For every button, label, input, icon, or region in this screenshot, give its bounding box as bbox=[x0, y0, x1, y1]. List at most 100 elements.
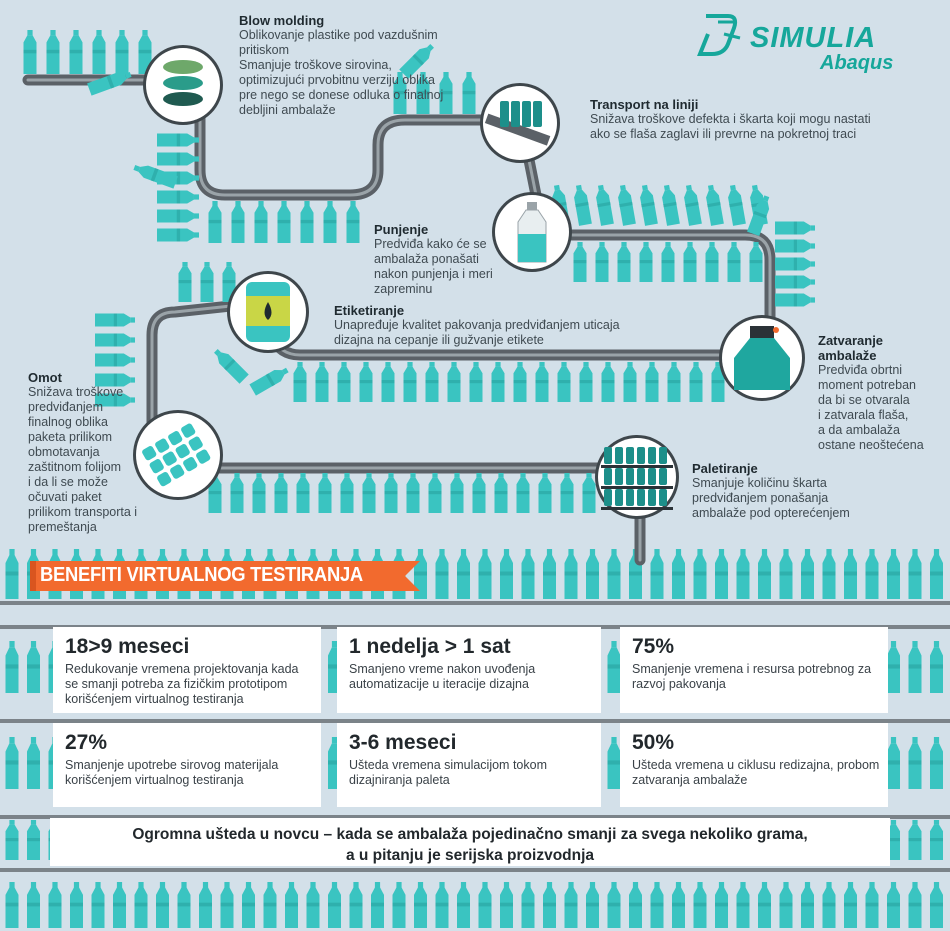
step-title: Punjenje bbox=[374, 222, 429, 237]
bottle-icon bbox=[48, 882, 62, 928]
bottle-icon bbox=[92, 30, 106, 75]
benefit-value: 1 nedelja > 1 sat bbox=[349, 635, 511, 658]
step-omot: Omot Snižava troškove predviđanjem final… bbox=[28, 370, 158, 535]
bottle-icon bbox=[775, 293, 815, 307]
step-punjenje: Punjenje Predviđa kako će se ambalaža po… bbox=[374, 222, 524, 297]
simulia-logo: SIMULIA Abaqus bbox=[694, 8, 924, 78]
benefit-card: 75% Smanjenje vremena i resursa potrebno… bbox=[620, 627, 888, 713]
benefit-value: 75% bbox=[632, 635, 675, 658]
bottle-icon bbox=[689, 362, 703, 402]
bottle-icon bbox=[865, 882, 879, 928]
benefit-text: Smanjenje vremena i resursa potrebnog za… bbox=[632, 662, 872, 691]
bottle-icon bbox=[177, 882, 191, 928]
benefits-heading: BENEFITI VIRTUALNOG TESTIRANJA bbox=[40, 564, 363, 586]
bottle-icon bbox=[156, 882, 169, 928]
bottle-icon bbox=[95, 333, 135, 347]
bottle-icon bbox=[775, 257, 815, 271]
bottle-icon bbox=[607, 641, 621, 693]
step-transport: Transport na liniji Snižava troškove def… bbox=[590, 97, 890, 142]
bottle-icon bbox=[500, 549, 513, 599]
bottle-icon bbox=[133, 165, 178, 189]
bottle-icon bbox=[618, 184, 636, 226]
step-title: Etiketiranje bbox=[334, 303, 405, 318]
bottle-icon bbox=[403, 362, 417, 402]
bottle-icon bbox=[661, 242, 675, 282]
bottle-icon bbox=[349, 882, 363, 928]
bottle-icon bbox=[494, 473, 508, 513]
bottle-icon bbox=[208, 201, 222, 243]
bottle-icon bbox=[231, 201, 245, 243]
benefit-value: 27% bbox=[65, 731, 108, 754]
bottle-icon bbox=[908, 820, 922, 860]
bottle-icon bbox=[711, 362, 725, 402]
bottle-icon bbox=[27, 641, 40, 693]
punjenje-circle bbox=[492, 192, 572, 272]
benefit-text: Smanjeno vreme nakon uvođenja automatiza… bbox=[349, 662, 536, 691]
bottle-icon bbox=[887, 820, 900, 860]
bottle-icon bbox=[472, 473, 486, 513]
bottle-icon bbox=[220, 882, 234, 928]
bottle-icon bbox=[601, 362, 615, 402]
step-etiketiranje: Etiketiranje Unapređuje kvalitet pakovan… bbox=[334, 303, 634, 348]
bottle-icon bbox=[414, 549, 427, 599]
bottle-icon bbox=[887, 737, 900, 789]
bottle-icon bbox=[887, 549, 900, 599]
bottle-icon bbox=[27, 820, 40, 860]
step-title: Paletiranje bbox=[692, 461, 758, 476]
bottle-icon bbox=[293, 362, 307, 402]
bottle-icon bbox=[328, 882, 341, 928]
bottle-icon bbox=[274, 473, 288, 513]
bottle-icon bbox=[362, 473, 376, 513]
benefit-card: 18>9 meseci Redukovanje vremena projekto… bbox=[53, 627, 321, 713]
bottle-icon bbox=[306, 882, 320, 928]
bottle-icon bbox=[645, 362, 659, 402]
bottle-icon bbox=[157, 133, 199, 147]
step-description: Snižava troškove defekta i škarta koji m… bbox=[590, 112, 871, 141]
summary-line-1: Ogromna ušteda u novcu – kada se ambalaž… bbox=[132, 826, 808, 843]
bottle-icon bbox=[5, 882, 19, 928]
bottle-icon bbox=[747, 195, 770, 237]
bottle-icon bbox=[715, 549, 728, 599]
bottle-icon bbox=[157, 152, 199, 166]
bottle-icon bbox=[801, 882, 814, 928]
bottle-icon bbox=[582, 473, 596, 513]
bottle-icon bbox=[706, 184, 724, 226]
bottle-icon bbox=[667, 362, 681, 402]
bottle-icon bbox=[865, 549, 879, 599]
bottle-icon bbox=[157, 228, 199, 242]
bottle-icon bbox=[200, 262, 214, 302]
bottle-icon bbox=[249, 367, 289, 396]
bottle-icon bbox=[640, 184, 658, 226]
bottle-icon bbox=[252, 473, 266, 513]
bottle-icon bbox=[779, 882, 793, 928]
bottle-icon bbox=[715, 882, 728, 928]
bottle-icon bbox=[607, 549, 621, 599]
molded-preforms-icon bbox=[163, 60, 203, 106]
bottle-icon bbox=[564, 549, 578, 599]
bottle-icon bbox=[557, 362, 571, 402]
bottle-icon bbox=[296, 473, 310, 513]
bottle-icon bbox=[844, 549, 857, 599]
bottle-icon bbox=[340, 473, 354, 513]
bottle-icon bbox=[457, 882, 470, 928]
bottle-icon bbox=[887, 641, 900, 693]
bottle-icon bbox=[586, 882, 599, 928]
bottle-icon bbox=[384, 473, 398, 513]
bottle-icon bbox=[242, 882, 255, 928]
step-title: Zatvaranje ambalaže bbox=[818, 333, 884, 363]
bottle-icon bbox=[27, 737, 40, 789]
bottle-icon bbox=[521, 882, 535, 928]
bottle-icon bbox=[930, 549, 943, 599]
bottle-icon bbox=[138, 30, 152, 75]
bottle-icon bbox=[595, 242, 609, 282]
bottle-icon bbox=[844, 882, 857, 928]
bottle-icon bbox=[23, 30, 37, 75]
step-paletiranje: Paletiranje Smanjuje količinu škarta pre… bbox=[692, 461, 892, 521]
bottle-icon bbox=[930, 737, 943, 789]
bottle-icon bbox=[672, 549, 685, 599]
benefit-text: Ušteda vremena simulacijom tokom dizajni… bbox=[349, 758, 547, 787]
bottle-icon bbox=[277, 201, 291, 243]
bottle-icon bbox=[500, 882, 513, 928]
bottle-icon bbox=[315, 362, 329, 402]
